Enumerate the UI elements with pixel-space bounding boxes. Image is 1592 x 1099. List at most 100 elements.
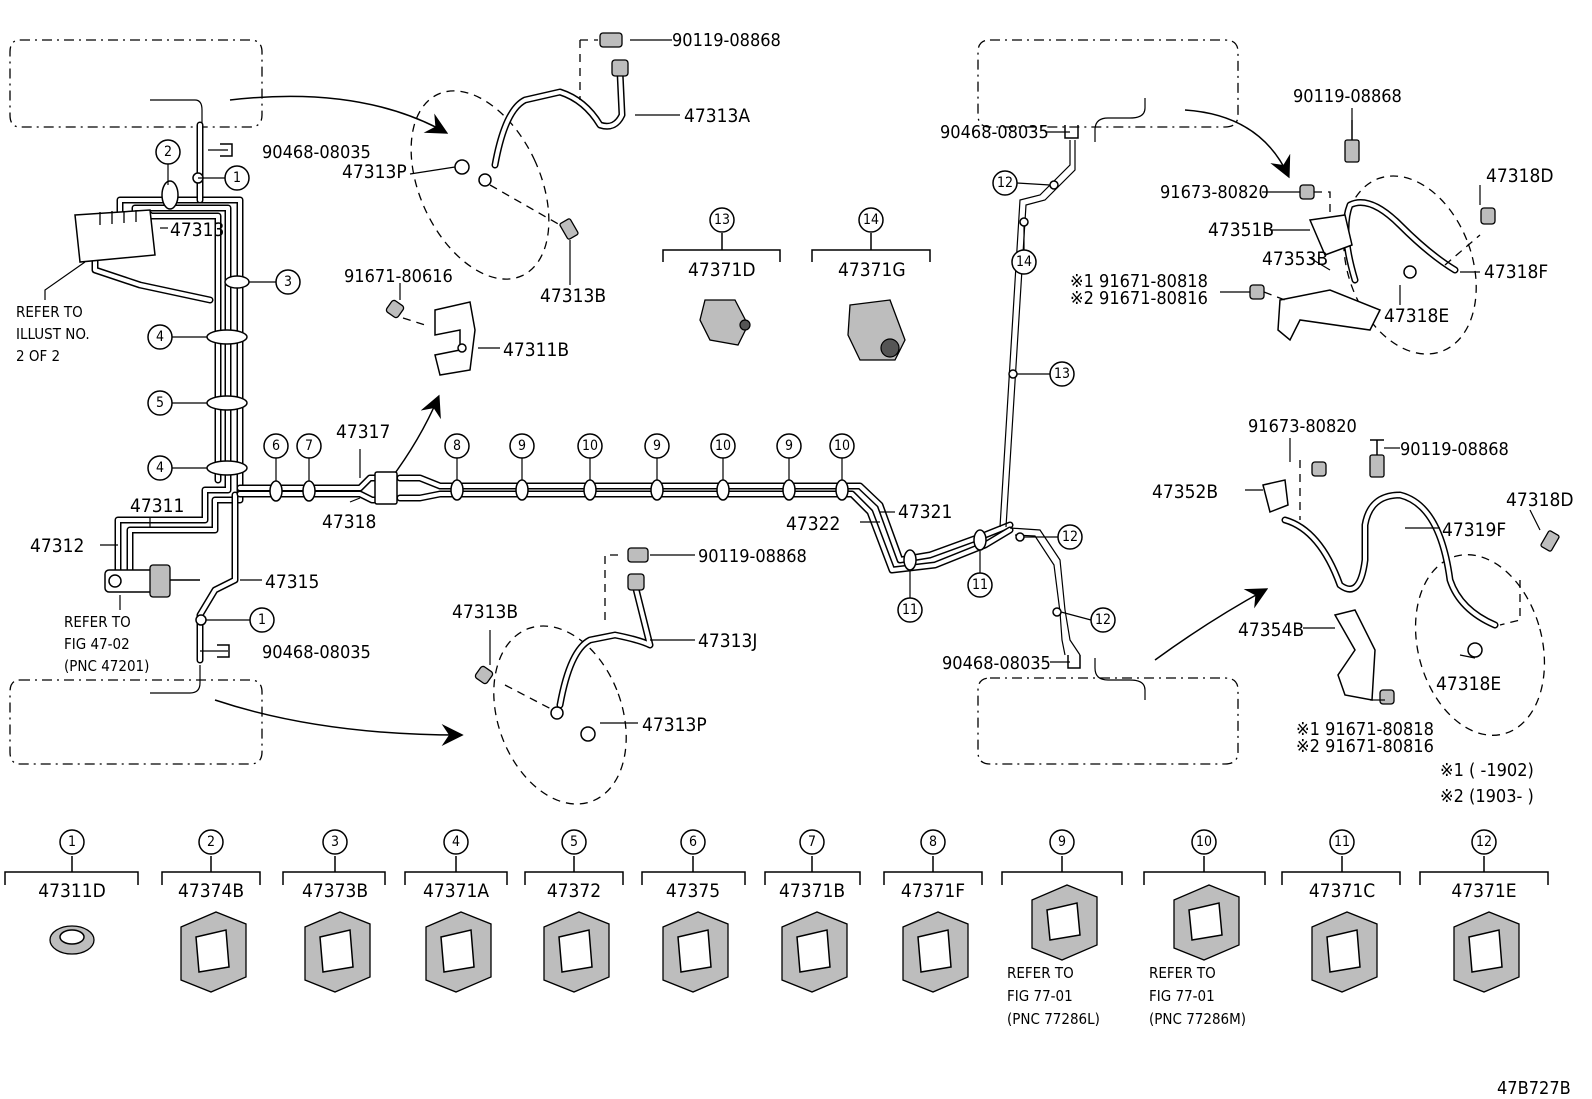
legend-part-number: 47371B: [779, 880, 845, 902]
arrow-to-rear-left: [214, 699, 464, 746]
label-47353B: 47353B: [1262, 248, 1328, 270]
rear-line-bundle: [236, 140, 1081, 656]
label-90119-08868-d: 90119-08868: [1400, 439, 1509, 460]
marker-circle-m7: [296, 433, 322, 459]
legend-part-number: 47311D: [38, 880, 106, 902]
legend-num: 8: [929, 834, 937, 850]
label-47354B: 47354B: [1238, 619, 1304, 641]
marker-circle-m12_b: [1090, 607, 1116, 633]
refer-illust-line3: 2 OF 2: [16, 347, 60, 365]
legend-part-number: 47372: [547, 880, 601, 902]
marker-circle-m11_a: [897, 597, 923, 623]
marker-circle-m13: [1049, 361, 1075, 387]
marker-num-m4_b: 4: [156, 460, 164, 476]
callout-ellipse-fr: [1343, 175, 1477, 355]
footnote-2: ※2 (1903- ): [1440, 786, 1534, 807]
legend-circle: [59, 829, 85, 855]
footnote-1: ※1 ( -1902): [1440, 760, 1534, 781]
label-47322: 47322: [786, 513, 840, 535]
refer-illust-line1: REFER TO: [16, 303, 83, 321]
callout-ellipse-rr: [1414, 554, 1546, 736]
marker-num-m10_a: 10: [582, 438, 598, 454]
frame-bottom-right: [977, 677, 1239, 765]
legend-item-1: 1 47311D: [4, 829, 139, 955]
marker-circle-m9_b: [644, 433, 670, 459]
legend-part-number: 47371F: [901, 880, 965, 902]
marker-num-m13: 13: [1054, 366, 1070, 382]
marker-circle-m4_a: [147, 324, 173, 350]
callout-ellipse-rl: [493, 625, 627, 805]
label-47318D-b: 47318D: [1506, 489, 1574, 511]
label-47311: 47311: [130, 495, 184, 517]
marker-num-m10_b: 10: [715, 438, 731, 454]
flex-hose-rl: [474, 547, 654, 742]
marker-circle-m6: [263, 433, 289, 459]
mid-marker-14: [858, 207, 884, 233]
mid-marker-14-num: 14: [863, 212, 879, 228]
mid-part-47371G: 47371G: [838, 259, 906, 281]
label-47319F: 47319F: [1442, 519, 1506, 541]
clip-group-14: [811, 233, 931, 361]
label-90468-08035-br: 90468-08035: [942, 653, 1051, 674]
label-47315: 47315: [265, 571, 319, 593]
label-91671-80616: 91671-80616: [344, 266, 453, 287]
illustration-code: 47B727B: [1497, 1078, 1571, 1099]
callout-ellipse-fl: [410, 90, 550, 280]
marker-num-m12_a: 12: [1062, 529, 1078, 545]
label-91671-80818-b: ※1 91671-80818: [1296, 719, 1434, 740]
marker-circle-m12_c: [992, 170, 1018, 196]
label-47318F: 47318F: [1484, 261, 1548, 283]
label-47313B-top: 47313B: [540, 285, 606, 307]
legend-circle: [1471, 829, 1497, 855]
marker-num-m14: 14: [1016, 254, 1032, 270]
marker-num-m5: 5: [156, 395, 164, 411]
marker-circle-m1_top: [224, 165, 250, 191]
legend-num: 5: [570, 834, 578, 850]
legend-circle: [322, 829, 348, 855]
label-90119-08868-b: 90119-08868: [698, 546, 807, 567]
legend-circle: [443, 829, 469, 855]
legend-num: 3: [331, 834, 339, 850]
marker-num-m7: 7: [305, 438, 313, 454]
legend-num: 4: [452, 834, 460, 850]
legend-item-5: 5 47372: [524, 829, 624, 993]
left-line-bundle: [91, 121, 244, 664]
marker-circle-m14: [1011, 249, 1037, 275]
clip-legend: 147311D247374B347373B447371A547372647375…: [4, 829, 1549, 1028]
refer-illust-line2: ILLUST NO.: [16, 325, 90, 343]
label-90468-08035-bl: 90468-08035: [262, 642, 371, 663]
label-47312: 47312: [30, 535, 84, 557]
arrow-to-rear-right: [1154, 588, 1269, 661]
legend-num: 1: [68, 834, 76, 850]
legend-num: 9: [1058, 834, 1066, 850]
pipe-stub-bl: [150, 665, 201, 694]
pipe-stub-tl: [150, 99, 203, 126]
legend-circle: [799, 829, 825, 855]
label-47313J: 47313J: [698, 630, 757, 652]
mid-marker-13: [709, 207, 735, 233]
pipe-stub-br: [1094, 658, 1146, 700]
marker-circle-m9_c: [776, 433, 802, 459]
label-47321: 47321: [898, 501, 952, 523]
label-90468-08035-tl: 90468-08035: [262, 142, 371, 163]
flex-hose-fr: [1249, 120, 1496, 342]
marker-circle-m8: [444, 433, 470, 459]
label-47352B: 47352B: [1152, 481, 1218, 503]
mid-part-47371D: 47371D: [688, 259, 756, 281]
label-91671-80818-a: ※1 91671-80818: [1070, 271, 1208, 292]
mid-marker-13-num: 13: [714, 212, 730, 228]
legend-num: 11: [1334, 834, 1350, 850]
marker-num-m2: 2: [164, 144, 172, 160]
legend-circle: [1049, 829, 1075, 855]
legend-part-number: 47371C: [1309, 880, 1375, 902]
label-91673-80820-b: 91673-80820: [1248, 416, 1357, 437]
clip-group-13: [662, 233, 781, 346]
marker-num-m12_c: 12: [997, 175, 1013, 191]
flex-hose-rr: [1262, 439, 1560, 705]
lock-clips: [217, 125, 1081, 669]
marker-circle-m9_a: [509, 433, 535, 459]
label-90119-08868-c: 90119-08868: [1293, 86, 1402, 107]
